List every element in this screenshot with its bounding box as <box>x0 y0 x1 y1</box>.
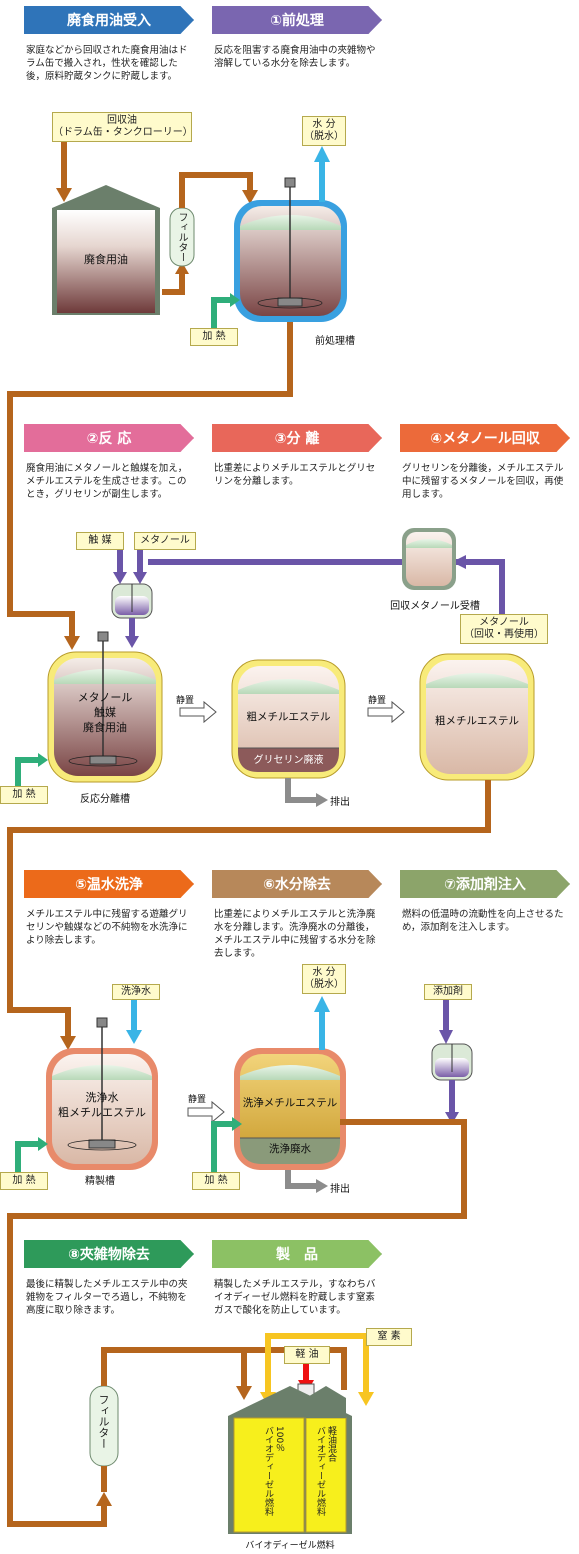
step-banner-reaction: ②反 応 <box>24 424 194 452</box>
storage-tank-label: 廃食用油 <box>84 253 128 266</box>
filter-2-label: フィルター <box>97 1394 110 1449</box>
storage-tank <box>57 210 155 313</box>
heat-box-4: 加 熱 <box>192 1172 240 1190</box>
step-desc-reaction: 廃食用油にメタノールと触媒を加え，メチルエステルを生成させます。このとき，グリセ… <box>26 463 188 500</box>
step-banner-separation: ③分 離 <box>212 424 382 452</box>
step-banner-product: 製 品 <box>212 1240 382 1268</box>
reactor-contents: メタノール 触媒 廃食用油 <box>77 691 133 734</box>
still-label-3: 静置 <box>188 1095 207 1105</box>
water-out-box-2: 水 分 （脱水） <box>302 964 346 994</box>
discharge-label-2: 排出 <box>330 1184 350 1195</box>
catalyst-box: 触 媒 <box>76 532 124 550</box>
discharge-label-1: 排出 <box>330 797 350 808</box>
water-out-box-1: 水 分 （脱水） <box>302 116 346 146</box>
step-banner-receive: 廃食用油受入 <box>24 6 194 34</box>
filter-1-label: フィルター <box>176 212 187 262</box>
step-desc-wash: メチルエステル中に残留する遊離グリセリンや触媒などの不純物を水洗浄により除去しま… <box>26 909 188 946</box>
step-desc-filtration: 最後に精製したメチルエステル中の夾雑物をフィルターでろ過し，不純物を高度に取り除… <box>26 1279 188 1316</box>
still-label-2: 静置 <box>368 696 387 706</box>
step-desc-dehydrate: 比重差によりメチルエステルと洗浄廃水を分離します。洗浄廃水の分離後，メチルエステ… <box>214 909 376 959</box>
crude-ester-label-1: 粗メチルエステル <box>246 711 331 723</box>
recovered-oil-box: 回収油 （ドラム缶・タンクローリー） <box>52 112 193 142</box>
nitrogen-box: 窒 素 <box>366 1328 412 1346</box>
methanol-reuse-box: メタノール （回収・再使用） <box>460 614 548 644</box>
step-desc-separation: 比重差によりメチルエステルとグリセリンを分離します。 <box>214 463 376 487</box>
step-desc-methanol: グリセリンを分離後，メチルエステル中に残留するメタノールを回収，再使用します。 <box>402 463 564 500</box>
heat-box-1: 加 熱 <box>190 328 238 346</box>
methanol-box: メタノール <box>134 532 196 550</box>
heat-box-3: 加 熱 <box>0 1172 48 1190</box>
glycerin-label: グリセリン廃液 <box>253 755 324 766</box>
step-banner-additive: ⑦添加剤注入 <box>400 870 570 898</box>
additive-box: 添加剤 <box>424 984 472 1000</box>
still-label-1: 静置 <box>176 696 195 706</box>
bdf100-label: 100％ バイオディーゼル燃料 <box>263 1426 284 1516</box>
recovered-methanol-tank-label: 回収メタノール受槽 <box>390 601 480 612</box>
wash-water-box: 洗浄水 <box>112 984 160 1000</box>
step-desc-product: 精製したメチルエステル，すなわちバイオディーゼル燃料を貯蔵します窒素ガスで酸化を… <box>214 1279 376 1316</box>
pretreat-tank-label: 前処理槽 <box>315 336 355 347</box>
step-desc-pretreat: 反応を阻害する廃食用油中の夾雑物や溶解している水分を除去します。 <box>214 45 376 69</box>
product-storage-label: バイオディーゼル燃料 <box>245 1541 335 1551</box>
step-desc-receive: 家庭などから回収された廃食用油はドラム缶で搬入され，性状を確認した後，原料貯蔵タ… <box>26 45 188 82</box>
step-banner-dehydrate: ⑥水分除去 <box>212 870 382 898</box>
crude-ester-label-2: 粗メチルエステル <box>435 715 519 727</box>
step-banner-pretreat: ①前処理 <box>212 6 382 34</box>
step-banner-wash: ⑤温水洗浄 <box>24 870 194 898</box>
refine-tank-label: 精製槽 <box>85 1176 115 1187</box>
wash-waste-label: 洗浄廃水 <box>269 1143 311 1155</box>
light-oil-box: 軽 油 <box>284 1346 330 1364</box>
washed-ester-label: 洗浄メチルエステル <box>242 1097 338 1109</box>
step-banner-filtration: ⑧夾雑物除去 <box>24 1240 194 1268</box>
step-desc-additive: 燃料の低温時の流動性を向上させるため，添加剤を注入します。 <box>402 909 564 933</box>
bdf-mix-label: 軽油混合 バイオディーゼル燃料 <box>315 1426 336 1516</box>
reactor-label: 反応分離槽 <box>80 794 130 805</box>
wash-contents: 洗浄水 粗メチルエステル <box>58 1091 146 1119</box>
step-banner-methanol: ④メタノール回収 <box>400 424 570 452</box>
heat-box-2: 加 熱 <box>0 786 48 804</box>
